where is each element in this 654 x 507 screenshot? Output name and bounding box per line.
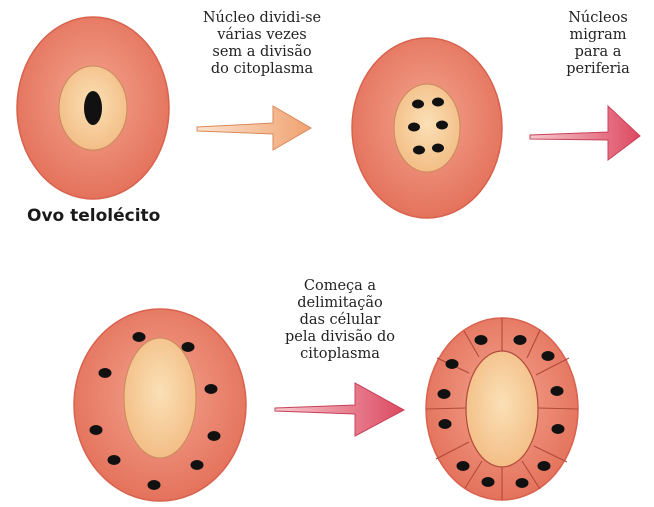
egg-label: Ovo telolécito [27, 206, 160, 226]
nucleus [439, 419, 452, 429]
caption-step-3: Começa a delimitação das célular pela di… [278, 278, 402, 363]
caption-step-1: Núcleo dividi-se várias vezes sem a divi… [197, 10, 327, 78]
caption-line: Núcleos [548, 10, 648, 27]
nucleus [482, 477, 495, 487]
nucleus [457, 461, 470, 471]
nucleus [208, 431, 221, 441]
caption-line: das célular [278, 312, 402, 329]
nucleus [182, 342, 195, 352]
nucleus [191, 460, 204, 470]
caption-line: do citoplasma [197, 61, 327, 78]
caption-line: para a [548, 44, 648, 61]
nucleus [413, 146, 425, 155]
caption-line: delimitação [278, 295, 402, 312]
egg-cell [17, 17, 169, 199]
caption-line: pela divisão do [278, 329, 402, 346]
caption-line: Começa a [278, 278, 402, 295]
migrated-nuclei-cell [74, 309, 246, 501]
cellularized-cell [426, 318, 578, 500]
nucleus [551, 386, 564, 396]
nucleus [514, 335, 527, 345]
caption-line: periferia [548, 61, 648, 78]
nucleus [432, 98, 444, 107]
nucleus [436, 121, 448, 130]
nucleus [205, 384, 218, 394]
nucleus [516, 478, 529, 488]
nucleus [133, 332, 146, 342]
nucleus [408, 123, 420, 132]
arrow-1 [197, 106, 311, 150]
caption-line: várias vezes [197, 27, 327, 44]
caption-line: citoplasma [278, 346, 402, 363]
nucleus [90, 425, 103, 435]
caption-line: sem a divisão [197, 44, 327, 61]
yolk [394, 84, 460, 172]
yolk [124, 338, 196, 458]
nucleus [446, 359, 459, 369]
yolk [466, 351, 538, 467]
nucleus [99, 368, 112, 378]
nucleus [412, 100, 424, 109]
nucleus [475, 335, 488, 345]
caption-step-2: Núcleos migram para a periferia [548, 10, 648, 78]
nucleus [148, 480, 161, 490]
arrow-2 [530, 106, 640, 160]
nucleus [538, 461, 551, 471]
caption-line: Núcleo dividi-se [197, 10, 327, 27]
divided-nuclei-cell [352, 38, 502, 218]
nucleus [438, 389, 451, 399]
arrow-3 [275, 383, 404, 436]
nucleus [552, 424, 565, 434]
caption-line: migram [548, 27, 648, 44]
nucleus [432, 144, 444, 153]
nucleus [108, 455, 121, 465]
nucleus [542, 351, 555, 361]
nucleus [84, 91, 102, 125]
